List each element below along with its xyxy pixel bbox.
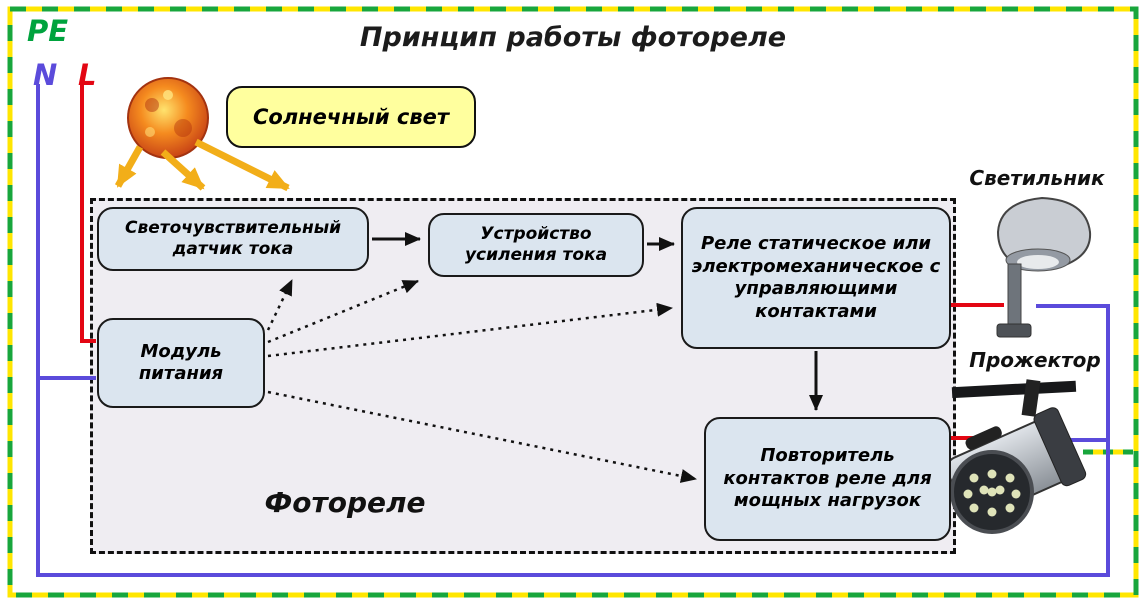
floodlight-label: Прожектор xyxy=(969,348,1101,372)
sunlight-arrows xyxy=(114,138,290,192)
lamp-label: Светильник xyxy=(969,166,1105,190)
floodlight-image xyxy=(946,379,1087,534)
block-relay: Реле статическое или электромеханическое… xyxy=(681,207,951,349)
sunlight-callout-label: Солнечный свет xyxy=(252,105,450,129)
sunlight-callout: Солнечный свет xyxy=(226,86,476,148)
block-light-sensor: Светочувствительный датчик тока xyxy=(97,207,369,271)
block-power-module: Модуль питания xyxy=(97,318,265,408)
sun-icon xyxy=(127,77,209,159)
line-wire-label: L xyxy=(78,58,97,92)
diagram-title: Принцип работы фотореле xyxy=(359,22,787,53)
signal-arrows xyxy=(372,232,823,411)
neutral-wire-label: N xyxy=(33,58,58,92)
block-amplifier: Устройство усиления тока xyxy=(428,213,644,277)
block-contact-repeater: Повторитель контактов реле для мощных на… xyxy=(704,417,951,541)
photorelay-panel-label: Фотореле xyxy=(264,486,426,519)
power-supply-arrows xyxy=(266,279,697,483)
lamp-image xyxy=(996,196,1092,338)
pe-wire-label: PE xyxy=(27,14,69,48)
